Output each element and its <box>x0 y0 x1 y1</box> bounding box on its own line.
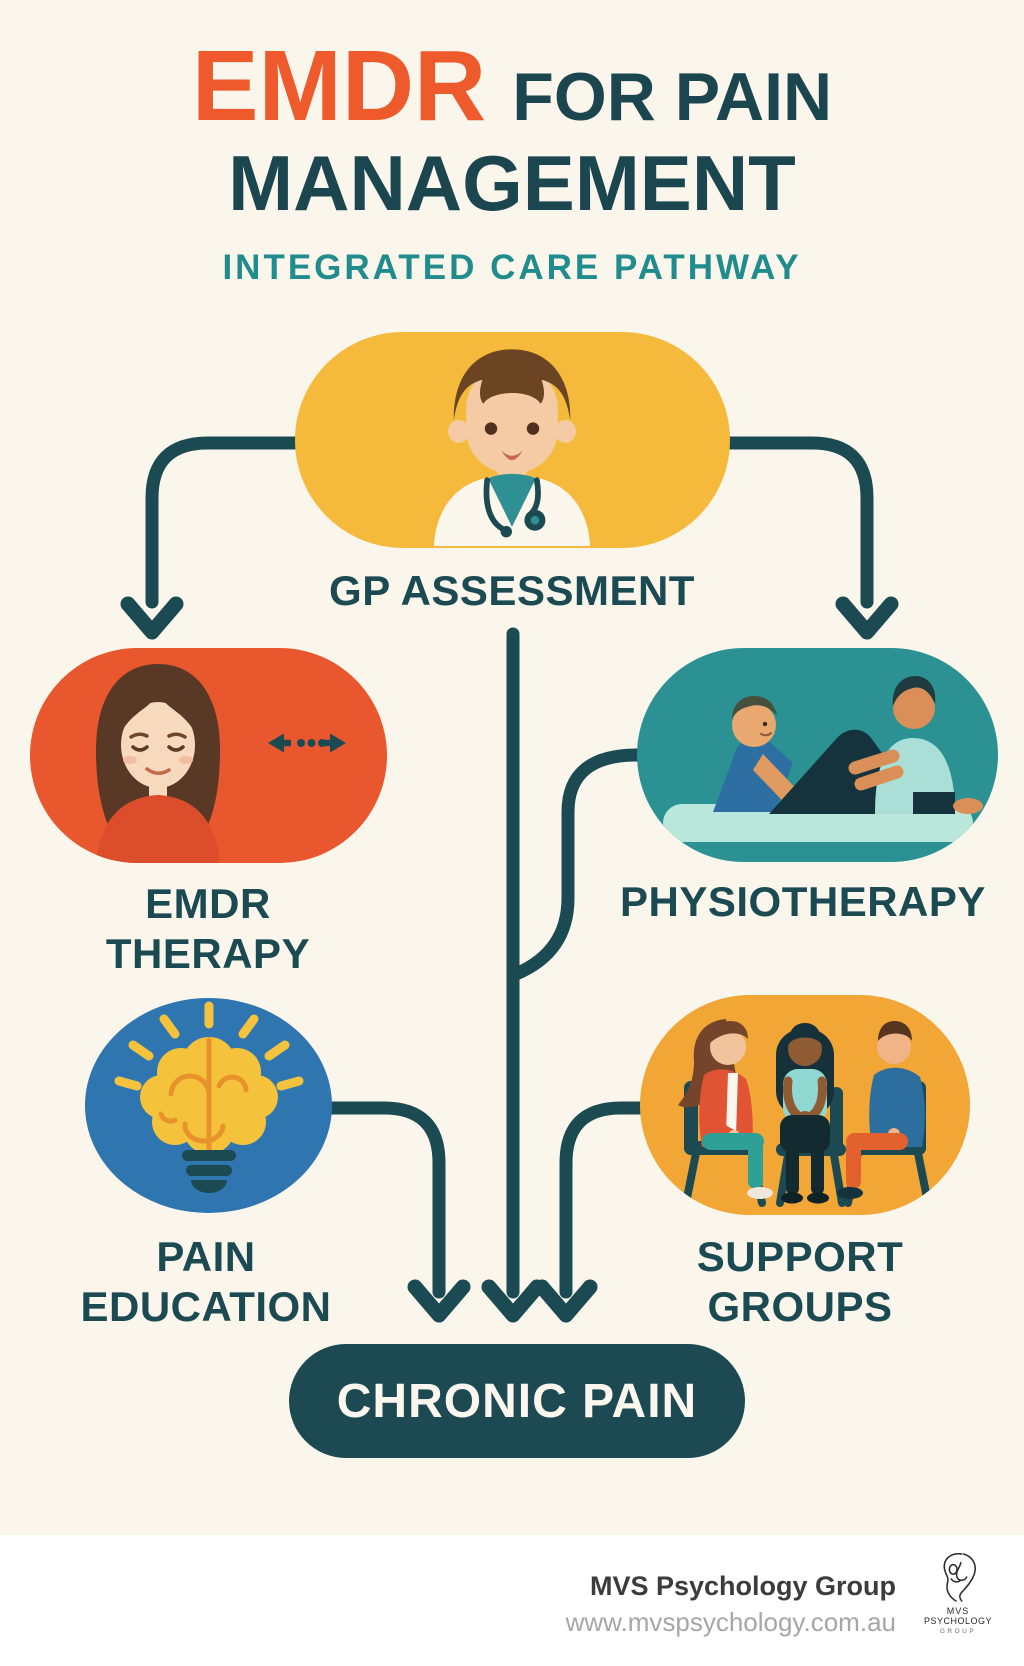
label-emdr-line1: EMDR <box>145 880 271 927</box>
node-pain-education <box>85 998 332 1213</box>
page-subtitle: INTEGRATED CARE PATHWAY <box>222 248 802 287</box>
down-arrow-icon <box>481 1279 545 1323</box>
edge-physio-to-trunk <box>509 748 644 981</box>
title-line2: MANAGEMENT <box>228 139 796 227</box>
mvs-line-art-face-icon <box>943 1552 976 1602</box>
label-chronic-pain: CHRONIC PAIN <box>336 1374 698 1428</box>
brain-lightbulb-icon <box>114 1001 304 1193</box>
label-emdr-therapy: EMDR THERAPY <box>28 879 388 979</box>
bilateral-stimulation-arrows-icon <box>268 733 346 753</box>
doctor-illustration <box>433 349 591 546</box>
support-group-illustration <box>678 1019 932 1207</box>
down-arrow-icon <box>835 596 899 640</box>
label-pain-line2: EDUCATION <box>80 1283 332 1330</box>
node-gp-assessment <box>295 332 730 548</box>
node-physiotherapy <box>637 648 998 862</box>
footer-website-url: www.mvspsychology.com.au <box>565 1607 896 1637</box>
down-arrow-icon <box>407 1279 471 1323</box>
footer-band <box>0 1535 1024 1666</box>
down-arrow-icon <box>534 1279 598 1323</box>
label-pain-line1: PAIN <box>156 1233 256 1280</box>
label-emdr-line2: THERAPY <box>105 930 311 977</box>
logo-text-psychology: PSYCHOLOGY <box>923 1616 993 1626</box>
title-accent: EMDR <box>191 30 487 142</box>
label-support-line1: SUPPORT <box>696 1233 904 1280</box>
label-support-line2: GROUPS <box>707 1283 893 1330</box>
node-chronic-pain: CHRONIC PAIN <box>289 1344 745 1458</box>
footer-org-name: MVS Psychology Group <box>589 1571 896 1601</box>
label-pain-education: PAIN EDUCATION <box>26 1232 386 1332</box>
logo-text-mvs: MVS <box>946 1606 970 1616</box>
label-support-groups: SUPPORT GROUPS <box>620 1232 980 1332</box>
label-physiotherapy: PHYSIOTHERAPY <box>620 878 986 925</box>
mvs-logo: MVS PSYCHOLOGY GROUP <box>918 1550 998 1636</box>
page-title: EMDR FOR PAIN <box>0 36 1024 136</box>
node-support-groups <box>640 995 970 1215</box>
footer-text-block: MVS Psychology Group www.mvspsychology.c… <box>440 1570 896 1637</box>
physiotherapy-session-illustration <box>663 676 983 842</box>
logo-text-group: GROUP <box>939 1628 977 1635</box>
down-arrow-icon <box>120 596 184 640</box>
node-emdr-therapy <box>30 648 387 863</box>
label-gp-assessment: GP ASSESSMENT <box>329 567 695 614</box>
title-rest: FOR PAIN <box>512 59 833 135</box>
emdr-client-illustration <box>96 664 220 863</box>
